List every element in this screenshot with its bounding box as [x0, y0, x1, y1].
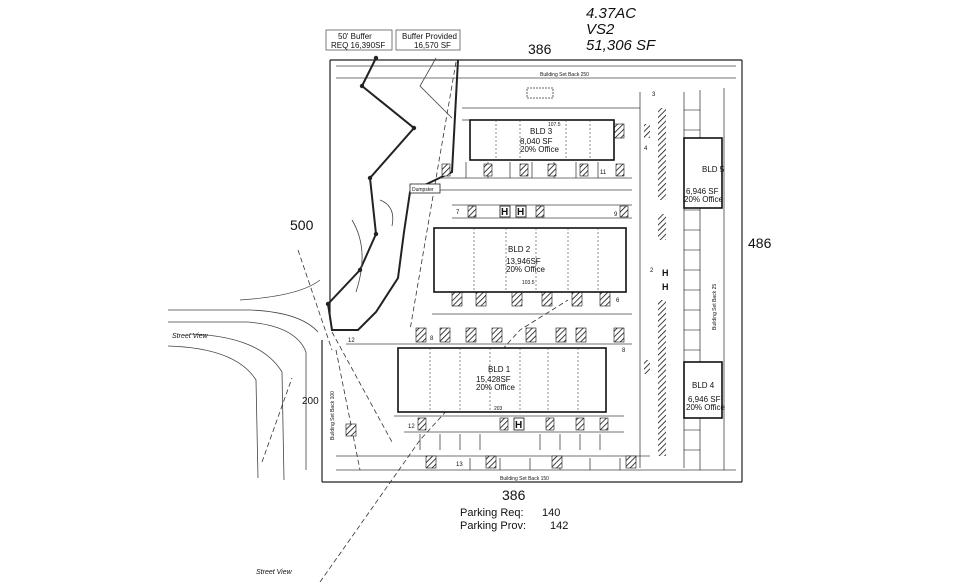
handicap-marker-2: H	[517, 207, 524, 218]
building-1-office: 20% Office	[476, 383, 516, 392]
stall-count: 13	[456, 462, 463, 468]
buffer-required: REQ 16,390SF	[331, 41, 385, 50]
building-1: BLD 1 15,428SF 20% Office 203	[397, 347, 607, 413]
stall-count: 11	[600, 170, 607, 176]
site-zoning: VS2	[586, 21, 615, 38]
street-label-b: Street View	[256, 569, 293, 576]
dumpster-label: Dumpster	[412, 187, 434, 193]
setback-left: Building Set Back 100	[330, 391, 336, 440]
building-1-dim: 203	[494, 406, 503, 412]
building-2-sf: 13,946SF	[506, 257, 541, 266]
buffer-req-box	[325, 29, 393, 51]
stall-count: 9	[614, 212, 618, 218]
stall-count: 4	[644, 146, 648, 152]
building-3-dim: 107.5	[548, 122, 561, 128]
stall-count: 12	[408, 424, 415, 430]
dumpster-box	[409, 183, 441, 194]
site-acreage: 4.37AC	[586, 5, 636, 22]
handicap-markers: H H H H H	[499, 205, 669, 431]
setback-bottom: Building Set Back 150	[500, 476, 549, 482]
stall-counts: 3 4 11 7 9 8 6 12 13 2 12 8	[348, 92, 656, 468]
parking-provided-label: Parking Prov:	[460, 520, 526, 532]
building-4: BLD 4 6,946 SF 20% Office	[683, 361, 726, 419]
stall-count: 7	[456, 210, 460, 216]
handicap-marker-4: H	[662, 268, 669, 278]
site-total-sf: 51,306 SF	[586, 37, 656, 54]
building-3: BLD 3 8,040 SF 20% Office 107.5	[469, 119, 615, 161]
stall-count: 3	[652, 92, 656, 98]
parking-summary: Parking Req: 140 Parking Prov: 142	[460, 507, 568, 532]
stall-count: 8	[622, 348, 626, 354]
building-3-name: BLD 3	[530, 127, 553, 136]
building-5-name: BLD 5	[702, 165, 725, 174]
building-3-sf: 8,040 SF	[520, 137, 553, 146]
stall-count: 6	[616, 298, 620, 304]
stall-count: 8	[430, 336, 434, 342]
stall-count: 12	[348, 338, 355, 344]
buffer-label: 50' Buffer	[338, 32, 372, 41]
street-label-a: Street View	[172, 333, 209, 340]
buffer-provided-label: Buffer Provided	[402, 32, 457, 41]
handicap-marker-3: H	[515, 420, 522, 431]
building-2-dim: 103.5	[522, 280, 535, 286]
setback-right: Building Set Back 25	[712, 284, 718, 330]
building-5-office: 20% Office	[684, 195, 724, 204]
property-boundary	[321, 59, 743, 483]
building-5: BLD 5 6,946 SF 20% Office	[683, 137, 725, 209]
top-structure	[526, 87, 554, 99]
dimension-right: 486	[748, 235, 772, 251]
building-3-office: 20% Office	[520, 145, 560, 154]
landscape-strip-right	[644, 108, 666, 456]
handicap-marker-1: H	[501, 207, 508, 218]
setback-top: Building Set Back 250	[540, 72, 589, 78]
building-4-office: 20% Office	[686, 403, 726, 412]
buffer-provided-value: 16,570 SF	[414, 41, 451, 50]
building-4-sf: 6,946 SF	[688, 395, 721, 404]
dimension-corner: 200	[302, 396, 319, 407]
dimension-bottom: 386	[502, 487, 526, 503]
buffer-provided-box	[395, 29, 461, 51]
dimension-left: 500	[290, 217, 314, 233]
building-4-name: BLD 4	[692, 381, 715, 390]
building-2-office: 20% Office	[506, 265, 546, 274]
building-5-sf: 6,946 SF	[686, 187, 719, 196]
building-1-sf: 15,428SF	[476, 375, 511, 384]
buffer-zone	[325, 55, 459, 331]
building-1-name: BLD 1	[488, 365, 511, 374]
building-2-name: BLD 2	[508, 245, 531, 254]
parking-required-label: Parking Req:	[460, 507, 524, 519]
parking-required-value: 140	[542, 507, 560, 519]
dimension-top: 386	[528, 41, 552, 57]
parking-provided-value: 142	[550, 520, 568, 532]
stall-count: 2	[650, 268, 654, 274]
building-2: BLD 2 13,946SF 20% Office 103.5	[433, 227, 627, 293]
handicap-marker-5: H	[662, 282, 669, 292]
